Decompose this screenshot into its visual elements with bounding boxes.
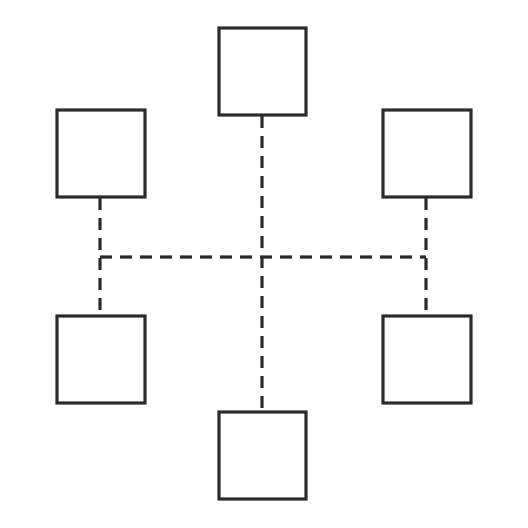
node-top (217, 26, 308, 117)
node-upper-right (381, 108, 473, 199)
node-bottom (217, 410, 308, 501)
node-lower-left (55, 314, 147, 405)
node-upper-left (55, 108, 147, 199)
node-lower-right (381, 314, 473, 405)
